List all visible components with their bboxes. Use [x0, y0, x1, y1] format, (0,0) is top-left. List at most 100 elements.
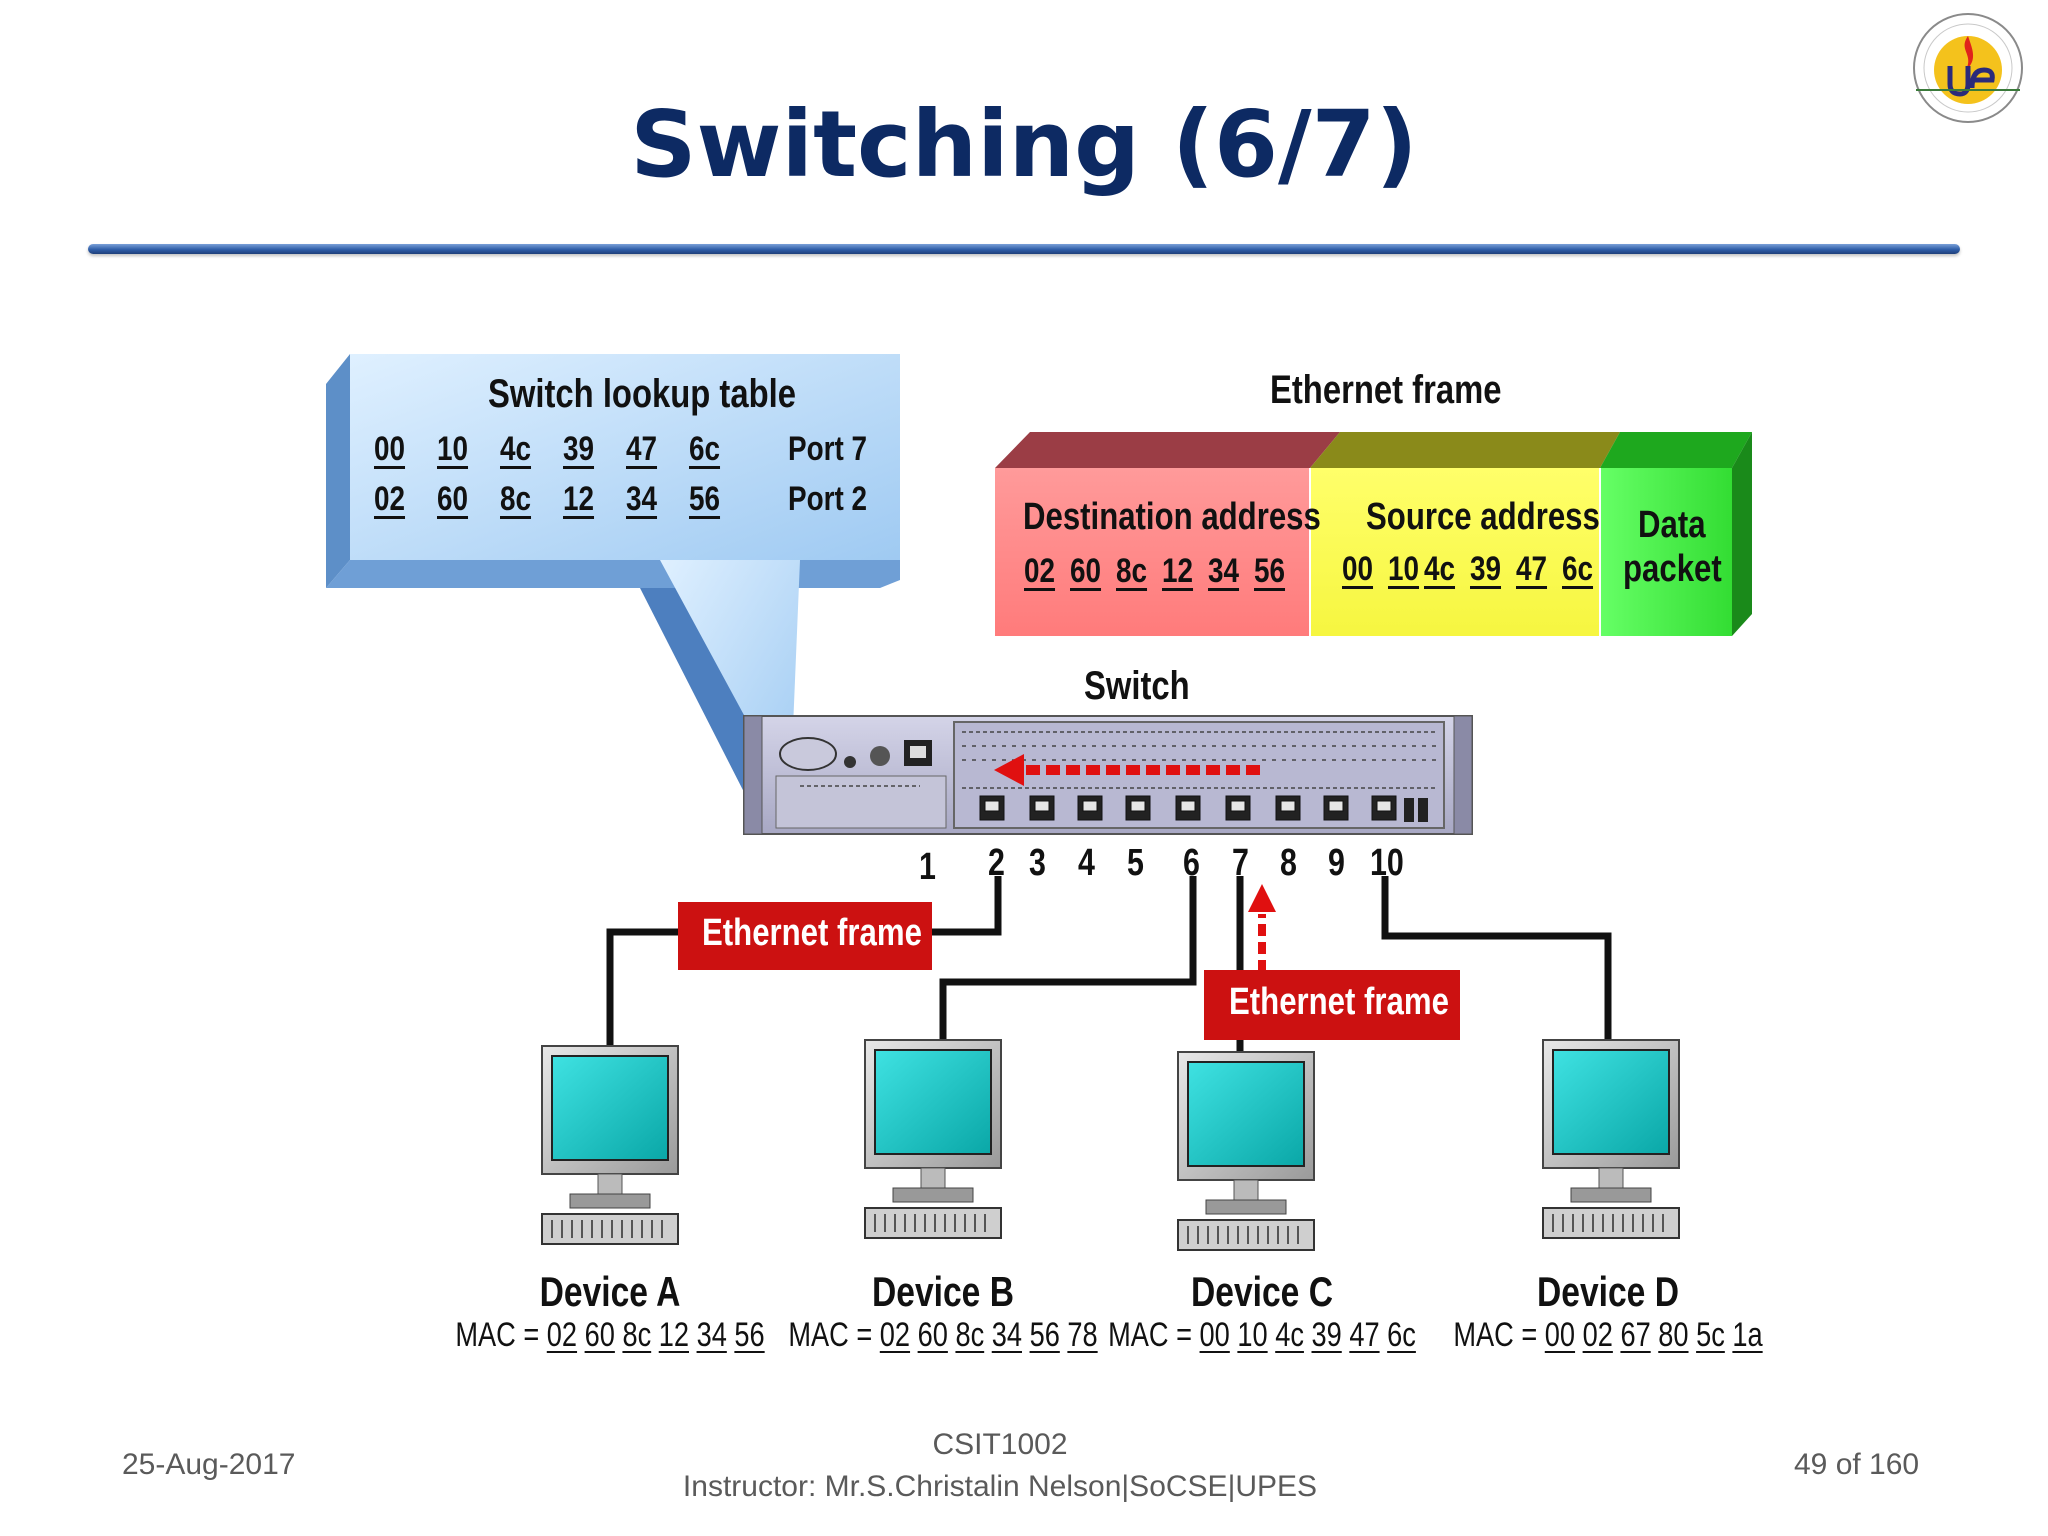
port-number: 2 — [988, 842, 1005, 884]
source-byte: 39 — [1470, 550, 1502, 588]
switch-label: Switch — [1084, 664, 1190, 708]
switch-port-socket — [1082, 800, 1098, 812]
monitor-base — [892, 1187, 974, 1203]
title-divider — [88, 244, 1960, 254]
keyboard-icon — [1177, 1219, 1315, 1251]
tag-label: Ethernet frame — [1229, 981, 1449, 1023]
monitor-screen — [551, 1055, 669, 1161]
port-number: 8 — [1280, 842, 1297, 884]
slide-title: Switching (6/7) — [630, 91, 1418, 198]
port-number: 10 — [1370, 842, 1404, 884]
device-d-name: Device D — [1537, 1268, 1679, 1315]
mac-byte: 34 — [696, 1316, 727, 1354]
ethernet-frame-tag-in: Ethernet frame — [1204, 970, 1460, 1040]
mac-byte: 56 — [734, 1316, 765, 1354]
monitor-neck — [1233, 1179, 1259, 1203]
mac-byte: 67 — [1620, 1316, 1651, 1354]
footer-course: CSIT1002 — [932, 1428, 1068, 1461]
computer — [864, 1039, 1002, 1239]
mac-byte: 5c — [1696, 1316, 1725, 1354]
mac-byte: 80 — [1658, 1316, 1689, 1354]
lookup-port: Port 7 — [788, 430, 868, 468]
mac-byte: 47 — [1349, 1316, 1380, 1354]
switch-port-socket — [1130, 800, 1146, 812]
dest-byte: 02 — [1024, 552, 1056, 590]
switch-port-socket — [1180, 800, 1196, 812]
switch-port-socket — [1376, 800, 1392, 812]
keyboard-icon — [1542, 1207, 1680, 1239]
mac-byte: 4c — [1275, 1316, 1304, 1354]
mac-byte: 34 — [991, 1316, 1022, 1354]
lookup-byte: 12 — [563, 480, 595, 518]
lookup-byte: 02 — [374, 480, 406, 518]
mac-byte: 1a — [1732, 1316, 1763, 1354]
mac-byte: 8c — [622, 1316, 652, 1354]
port-number: 7 — [1232, 842, 1249, 884]
switch-port-socket — [1328, 800, 1344, 812]
lookup-byte: 47 — [626, 430, 658, 468]
monitor-neck — [597, 1173, 623, 1197]
mac-prefix: MAC = — [788, 1316, 880, 1354]
mac-byte: 00 — [1544, 1316, 1576, 1354]
lookup-byte: 8c — [500, 480, 532, 518]
lookup-table-callout — [326, 354, 900, 800]
device-c-mac: MAC = 00 10 4c 39 47 6c — [1102, 1316, 1422, 1355]
mac-byte: 6c — [1387, 1316, 1416, 1354]
mac-byte: 60 — [584, 1316, 615, 1354]
switch-port-socket — [984, 800, 1000, 812]
arrow-up-icon — [1248, 884, 1276, 972]
mac-byte: 8c — [955, 1316, 985, 1354]
mac-prefix: MAC = — [1453, 1316, 1545, 1354]
monitor-screen — [1187, 1061, 1305, 1167]
switch-port-socket — [1034, 800, 1050, 812]
switch-port-socket — [1280, 800, 1296, 812]
lookup-byte: 56 — [689, 480, 721, 518]
lookup-byte: 60 — [437, 480, 469, 518]
footer-instructor: Instructor: Mr.S.Christalin Nelson|SoCSE… — [682, 1470, 1318, 1503]
port-number: 3 — [1029, 842, 1046, 884]
monitor-base — [569, 1193, 651, 1209]
source-byte: 00 — [1342, 550, 1374, 588]
lookup-byte: 10 — [437, 430, 469, 468]
ethernet-frame-tag-out: Ethernet frame — [678, 902, 932, 970]
source-byte: 4c — [1424, 550, 1456, 588]
data-packet-label: packet — [1623, 548, 1722, 590]
switch-port-socket — [1230, 800, 1246, 812]
monitor-screen — [1552, 1049, 1670, 1155]
mac-byte: 56 — [1029, 1316, 1060, 1354]
ethernet-frame-title: Ethernet frame — [1270, 368, 1502, 412]
tag-label: Ethernet frame — [702, 912, 922, 954]
device-d-mac: MAC = 00 02 67 80 5c 1a — [1448, 1316, 1768, 1355]
device-b-mac: MAC = 02 60 8c 34 56 78 — [783, 1316, 1103, 1355]
destination-address-label: Destination address — [1023, 496, 1321, 538]
dest-byte: 8c — [1116, 552, 1148, 590]
mac-byte: 02 — [879, 1316, 911, 1354]
computer — [541, 1045, 679, 1245]
data-packet-label: Data — [1638, 504, 1706, 546]
mac-byte: 02 — [546, 1316, 578, 1354]
port-number: 5 — [1127, 842, 1144, 884]
device-a-mac: MAC = 02 60 8c 12 34 56 — [450, 1316, 770, 1355]
mac-byte: 12 — [658, 1316, 689, 1354]
port-number: 6 — [1183, 842, 1200, 884]
device-c-name: Device C — [1191, 1268, 1333, 1315]
keyboard-icon — [864, 1207, 1002, 1239]
mac-prefix: MAC = — [1108, 1316, 1200, 1354]
upes-logo-icon — [1913, 13, 2023, 123]
monitor-neck — [1598, 1167, 1624, 1191]
dest-byte: 12 — [1162, 552, 1194, 590]
source-byte: 6c — [1562, 550, 1594, 588]
footer-date: 25-Aug-2017 — [122, 1448, 296, 1481]
dest-byte: 34 — [1208, 552, 1240, 590]
keyboard-icon — [541, 1213, 679, 1245]
source-byte: 47 — [1516, 550, 1548, 588]
lookup-byte: 6c — [689, 430, 721, 468]
dest-byte: 56 — [1254, 552, 1286, 590]
lookup-byte: 39 — [563, 430, 595, 468]
lookup-byte: 4c — [500, 430, 532, 468]
source-address-label: Source address — [1366, 496, 1600, 538]
arrow-left-icon — [994, 754, 1260, 786]
network-switch — [743, 715, 1473, 835]
computer — [1177, 1051, 1315, 1251]
